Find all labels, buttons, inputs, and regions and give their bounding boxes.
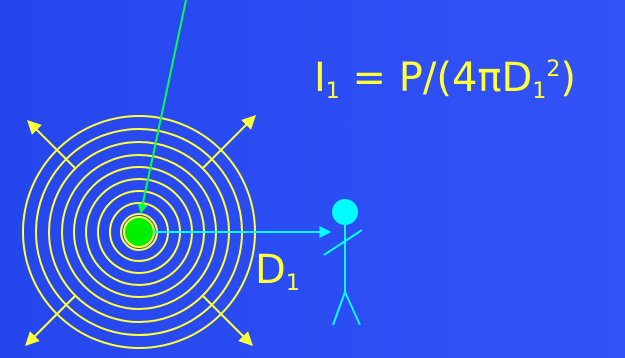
point-source: [123, 216, 155, 248]
expansion-arrow-down-left: [25, 294, 77, 346]
formula-intensity-subscript: 1: [325, 79, 340, 104]
formula-distance-symbol: D: [501, 55, 533, 101]
observer-leg-left: [332, 291, 346, 326]
distance-label: D1: [255, 250, 300, 295]
expansion-arrow-up-left: [27, 120, 77, 170]
formula-pi-symbol: π: [477, 55, 502, 101]
observer-head: [332, 199, 358, 225]
observer-arm: [323, 229, 363, 256]
formula-close-paren: ): [560, 55, 576, 101]
intensity-formula: I1 = P/(4πD12): [314, 58, 576, 103]
expansion-arrow-up-right: [201, 115, 256, 170]
formula-square-exponent: 2: [546, 57, 561, 82]
formula-equals-power: = P/(4: [339, 55, 478, 101]
distance-subscript: 1: [285, 271, 300, 296]
expansion-arrows: [25, 115, 256, 346]
source-pointer-arrow: [137, 0, 187, 214]
observer-figure: [323, 199, 363, 326]
formula-intensity-symbol: I: [314, 55, 326, 101]
distance-symbol: D: [255, 247, 286, 293]
observer-leg-right: [344, 291, 361, 326]
expansion-arrow-down-right: [201, 294, 253, 346]
formula-distance-subscript: 1: [532, 79, 547, 104]
